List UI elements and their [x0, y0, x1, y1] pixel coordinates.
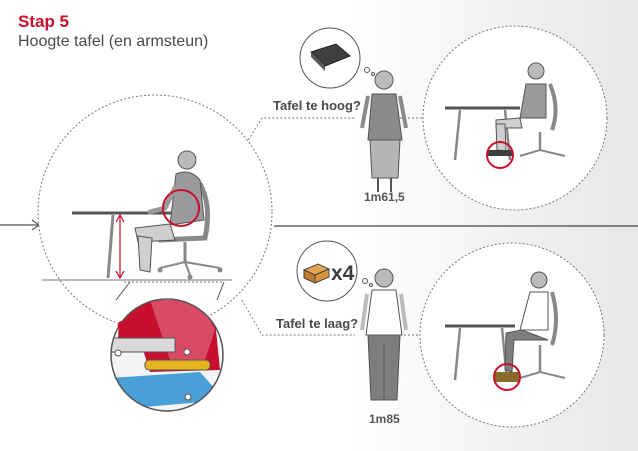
scene-table-too-high — [422, 25, 608, 211]
entry-arrow — [0, 219, 41, 231]
angle-label: 90° — [117, 318, 148, 340]
step-subtitle: Hoogte tafel (en armsteun) — [18, 33, 209, 50]
question-table-too-low: Tafel te laag? — [276, 316, 359, 331]
question-table-too-high: Tafel te hoog? — [273, 98, 361, 113]
thought-bubble-bottom — [296, 240, 373, 302]
person-short — [360, 70, 408, 192]
step-title: Stap 5 — [18, 12, 70, 31]
height-label-short: 1m61,5 — [364, 190, 405, 204]
person-tall — [360, 268, 408, 401]
detail-zoom — [110, 298, 224, 412]
main-scene — [37, 94, 273, 330]
thought-bubble-top — [299, 27, 375, 89]
zoom-cone — [115, 281, 225, 301]
scene-table-too-low — [419, 242, 605, 428]
box-multiplier: x4 — [331, 262, 355, 285]
height-label-tall: 1m85 — [369, 412, 400, 426]
